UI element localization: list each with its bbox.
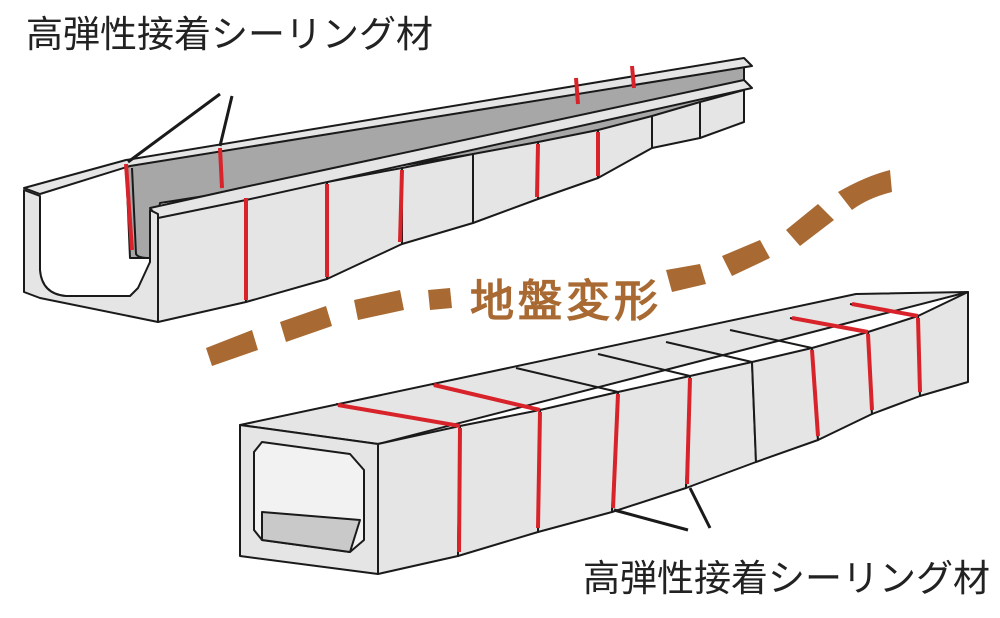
sealant-joint	[851, 302, 919, 318]
sealant-joint	[124, 163, 134, 251]
culvert-segment	[811, 331, 873, 441]
culvert-segment	[457, 409, 541, 557]
channel-back-lip	[23, 57, 753, 195]
sealant-joint	[791, 316, 869, 334]
sealant-label-bottom: 高弾性接着シーリング材	[583, 557, 990, 600]
culvert-segment	[537, 391, 619, 533]
u-channel	[23, 57, 753, 323]
culvert-segment	[867, 315, 921, 415]
channel-sealant-joints	[124, 65, 636, 300]
sealant-joint	[457, 427, 462, 553]
leader-lines-top	[127, 92, 234, 164]
ground-deformation-label: 地盤変形	[470, 276, 662, 327]
channel-front-segment	[326, 167, 403, 280]
sealant-joint	[218, 147, 224, 189]
channel-front-segment	[401, 153, 474, 245]
sealant-joint	[398, 169, 404, 243]
leader-lines-bottom	[613, 487, 712, 532]
channel-front-segment	[537, 129, 599, 200]
sealant-joint	[685, 377, 692, 485]
culvert-segment	[917, 291, 969, 397]
box-culvert	[239, 291, 969, 575]
culvert-segment	[377, 425, 461, 575]
sealant-joint	[536, 411, 542, 529]
culvert-sealant-joints	[337, 302, 922, 553]
culvert-segment	[685, 361, 757, 489]
sealant-joint	[337, 403, 461, 428]
sealant-joint	[611, 393, 620, 509]
sealant-joint	[574, 77, 580, 105]
sealant-label-top: 高弾性接着シーリング材	[26, 13, 433, 56]
channel-end-face	[23, 189, 159, 323]
culvert-segment	[611, 375, 691, 513]
culvert-segment	[751, 347, 819, 463]
channel-front-segment	[245, 181, 328, 303]
sealant-joint	[630, 65, 636, 89]
sealant-joint	[810, 349, 820, 437]
channel-front-segment	[472, 141, 539, 224]
ground-deformation-wave	[206, 170, 892, 366]
sealant-joint	[916, 317, 922, 393]
sealant-joint	[866, 333, 874, 411]
sealant-joint	[535, 143, 540, 198]
sealant-joint	[433, 383, 541, 412]
